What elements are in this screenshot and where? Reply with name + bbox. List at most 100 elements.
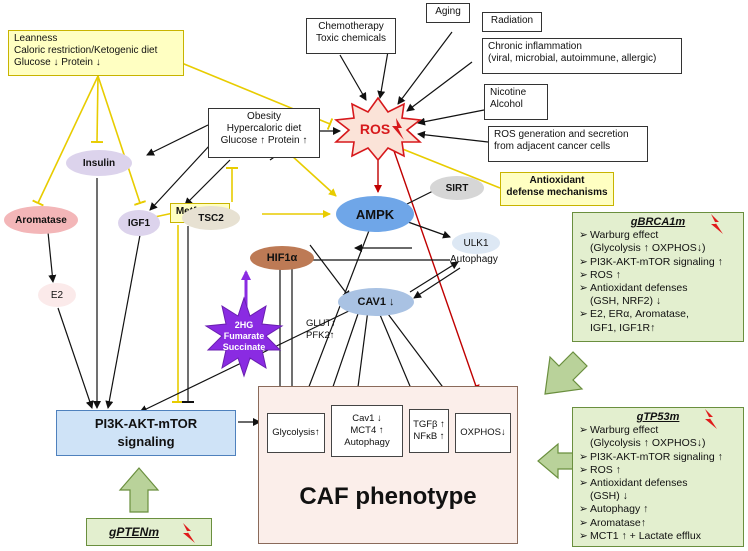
inflammation-line-2: (viral, microbial, autoimmune, allergic) — [488, 53, 657, 64]
igf1-oval: IGF1 — [118, 210, 160, 236]
igf1-label: IGF1 — [127, 217, 151, 229]
star-line-3: Succinate — [222, 342, 266, 352]
glut-pfk2-label: GLUT↑ PFK2↑ — [306, 318, 336, 342]
caf-title: CAF phenotype — [299, 483, 477, 510]
caf-tgf-box: TGFβ ↑ NFκB ↑ — [409, 409, 449, 453]
brca-item-text: ROS ↑ — [590, 268, 621, 281]
caf-glycolysis-label: Glycolysis↑ — [272, 427, 320, 438]
aromatase-oval: Aromatase — [4, 206, 78, 234]
chemo-line-1: Chemotherapy — [318, 21, 384, 32]
lightning-icon — [711, 214, 723, 234]
e2-oval: E2 — [38, 283, 76, 307]
insulin-oval: Insulin — [66, 150, 132, 176]
gbrca1-list: ➢Warburg effect(Glycolysis ↑ OXPHOS↓)➢PI… — [579, 229, 737, 335]
ulk1-label: ULK1 — [463, 237, 489, 249]
gpten-label: gPTENm — [109, 525, 160, 539]
caf-tgf-line-2: NFκB ↑ — [413, 431, 445, 442]
brca-item: ➢Warburg effect — [579, 229, 737, 242]
tp53-item: ➢Antioxidant defenses — [579, 477, 737, 490]
ampk-oval: AMPK — [336, 196, 414, 232]
antioxidant-box: Antioxidant defense mechanisms — [500, 172, 614, 206]
bullet-arrow-icon: ➢ — [579, 503, 588, 516]
aging-box: Aging — [426, 3, 470, 23]
brca-item: IGF1, IGF1R↑ — [579, 322, 737, 335]
brca-item: ➢ROS ↑ — [579, 269, 737, 282]
chemo-box: Chemotherapy Toxic chemicals — [306, 18, 396, 54]
lightning-icon — [705, 409, 717, 429]
caf-cav1-line-3: Autophagy — [344, 437, 390, 448]
aging-label: Aging — [435, 6, 461, 17]
tp53-item-text: ROS ↑ — [590, 463, 621, 476]
caf-glycolysis-box: Glycolysis↑ — [267, 413, 325, 453]
tsc2-label: TSC2 — [198, 212, 224, 224]
brca-item: ➢PI3K-AKT-mTOR signaling ↑ — [579, 256, 737, 269]
brca-item: (Glycolysis ↑ OXPHOS↓) — [579, 242, 737, 255]
inflammation-line-1: Chronic inflammation — [488, 41, 582, 52]
bullet-arrow-icon: ➢ — [579, 463, 588, 476]
radiation-box: Radiation — [482, 12, 542, 32]
hif1a-label: HIF1α — [266, 252, 298, 264]
bullet-arrow-icon: ➢ — [579, 229, 588, 242]
tp53-item-text: Antioxidant defenses — [590, 477, 688, 490]
brca-item-text: (Glycolysis ↑ OXPHOS↓) — [590, 242, 706, 255]
nicotine-box: Nicotine Alcohol — [484, 84, 548, 120]
brca-item-text: Warburg effect — [590, 229, 659, 242]
obesity-line-2: Hypercaloric diet — [226, 123, 302, 134]
star-line-1: 2HG — [234, 320, 254, 330]
brca-item: ➢Antioxidant defenses — [579, 282, 737, 295]
caf-cav1-line-2: MCT4 ↑ — [350, 425, 384, 436]
bullet-arrow-icon: ➢ — [579, 450, 588, 463]
leanness-line-1: Leanness — [14, 33, 58, 44]
ros-generation-line-2: from adjacent cancer cells — [494, 141, 611, 152]
gtp53-list: ➢Warburg effect(Glycolysis ↑ OXPHOS↓)➢PI… — [579, 424, 737, 543]
star-label: 2HG Fumarate Succinate — [214, 320, 274, 353]
pi3k-line-1: PI3K-AKT-mTOR — [94, 416, 198, 431]
bullet-arrow-icon: ➢ — [579, 308, 588, 321]
gpten-box: gPTENm — [86, 518, 212, 546]
ulk1-oval: ULK1 — [452, 232, 500, 254]
lightning-icon — [183, 523, 195, 543]
leanness-line-2: Caloric restriction/Ketogenic diet — [14, 45, 158, 56]
nicotine-line-2: Alcohol — [490, 99, 523, 110]
nicotine-line-1: Nicotine — [490, 87, 527, 98]
tp53-item: (Glycolysis ↑ OXPHOS↓) — [579, 437, 737, 450]
brca-item-text: Antioxidant defenses — [590, 282, 688, 295]
gbrca1-title: gBRCA1m — [630, 216, 686, 228]
tp53-item-text: MCT1 ↑ + Lactate efflux — [590, 529, 701, 542]
sirt-oval: SIRT — [430, 176, 484, 200]
caf-oxphos-box: OXPHOS↓ — [455, 413, 511, 453]
tp53-item-text: (GSH) ↓ — [590, 490, 628, 503]
tp53-item: ➢MCT1 ↑ + Lactate efflux — [579, 530, 737, 543]
tp53-item-text: Autophagy ↑ — [590, 503, 649, 516]
tp53-item-text: (Glycolysis ↑ OXPHOS↓) — [590, 437, 706, 450]
bullet-arrow-icon: ➢ — [579, 424, 588, 437]
cav1-oval: CAV1 ↓ — [338, 288, 414, 316]
e2-label: E2 — [50, 289, 64, 301]
brca-item-text: PI3K-AKT-mTOR signaling ↑ — [590, 255, 723, 268]
caf-tgf-line-1: TGFβ ↑ — [413, 419, 445, 430]
obesity-line-1: Obesity — [247, 111, 281, 122]
tp53-item: ➢Autophagy ↑ — [579, 503, 737, 516]
bullet-arrow-icon: ➢ — [579, 282, 588, 295]
chemo-line-2: Toxic chemicals — [315, 33, 387, 44]
pfk2-line: PFK2↑ — [306, 330, 335, 341]
brca-item: (GSH, NRF2) ↓ — [579, 295, 737, 308]
ros-generation-box: ROS generation and secretion from adjace… — [488, 126, 648, 162]
bullet-arrow-icon: ➢ — [579, 477, 588, 490]
bullet-arrow-icon: ➢ — [579, 268, 588, 281]
tp53-item: ➢Aromatase↑ — [579, 517, 737, 530]
obesity-line-3: Glucose ↑ Protein ↑ — [220, 135, 308, 146]
caf-phenotype-box: Glycolysis↑ Cav1 ↓ MCT4 ↑ Autophagy TGFβ… — [258, 386, 518, 544]
tp53-item: ➢Warburg effect — [579, 424, 737, 437]
gbrca1-panel: gBRCA1m ➢Warburg effect(Glycolysis ↑ OXP… — [572, 212, 744, 342]
tp53-item: ➢ROS ↑ — [579, 464, 737, 477]
leanness-box: Leanness Caloric restriction/Ketogenic d… — [8, 30, 184, 76]
brca-item-text: E2, ERα, Aromatase, — [590, 308, 689, 321]
hif1a-oval: HIF1α — [250, 246, 314, 270]
tsc2-oval: TSC2 — [182, 206, 240, 230]
insulin-label: Insulin — [82, 157, 116, 169]
tp53-item-text: PI3K-AKT-mTOR signaling ↑ — [590, 450, 723, 463]
ampk-label: AMPK — [355, 206, 395, 222]
